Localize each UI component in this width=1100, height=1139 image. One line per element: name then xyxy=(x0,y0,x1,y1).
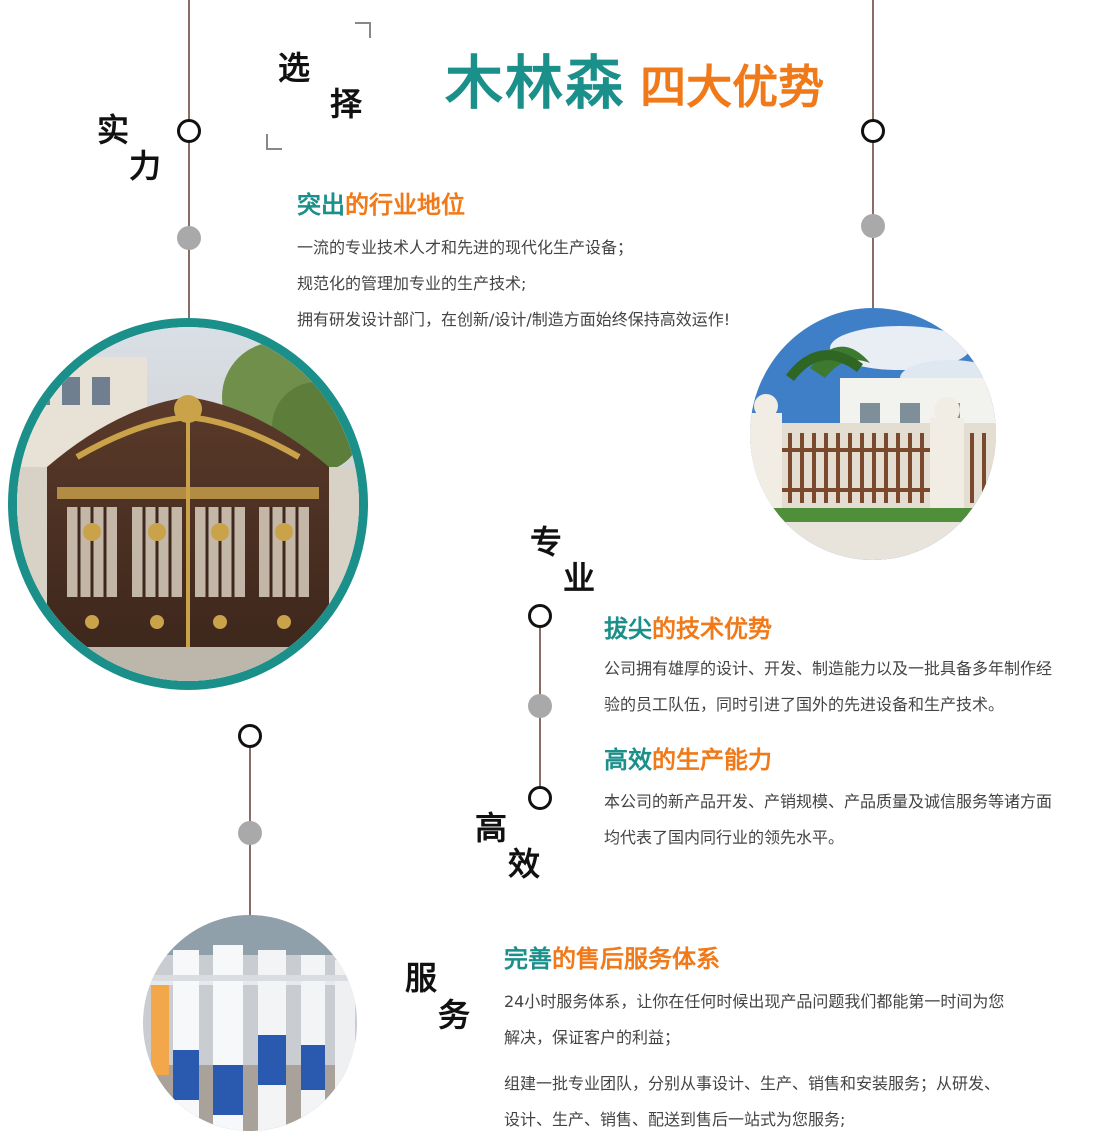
service-char-2: 务 xyxy=(438,996,471,1034)
dot-marker-right xyxy=(861,214,885,238)
tech-heading-accent: 拔尖 xyxy=(604,615,652,643)
aftersales-heading-rest: 的售后服务体系 xyxy=(552,945,720,973)
gate-photo xyxy=(8,318,368,690)
dot-marker-service xyxy=(238,821,262,845)
production-heading-accent: 高效 xyxy=(604,746,652,774)
production-line-2: 均代表了国内同行业的领先水平。 xyxy=(604,828,845,847)
efficient-char-1: 高 xyxy=(475,809,508,847)
industry-line-2: 规范化的管理加专业的生产技术; xyxy=(297,274,527,293)
production-line-1: 本公司的新产品开发、产销规模、产品质量及诚信服务等诸方面 xyxy=(604,792,1053,811)
service-char-1: 服 xyxy=(405,959,438,997)
industry-heading-accent: 突出 xyxy=(297,191,345,219)
ring-marker-service xyxy=(238,724,262,748)
select-char-2: 择 xyxy=(330,85,363,123)
page-title: 木林森 四大优势 xyxy=(445,36,824,120)
aftersales-paragraph: 24小时服务体系，让你在任何时候出现产品问题我们都能第一时间为您 解决，保证客户… xyxy=(504,984,1094,1138)
tech-paragraph: 公司拥有雄厚的设计、开发、制造能力以及一批具备多年制作经 验的员工队伍，同时引进… xyxy=(604,651,1094,723)
villa-fence-photo xyxy=(750,308,996,560)
professional-char-2: 业 xyxy=(563,559,596,597)
aftersales-line-1: 24小时服务体系，让你在任何时候出现产品问题我们都能第一时间为您 xyxy=(504,992,1005,1011)
industry-heading-rest: 的行业地位 xyxy=(345,191,465,219)
production-heading-rest: 的生产能力 xyxy=(652,746,772,774)
ring-marker-strength xyxy=(177,119,201,143)
aftersales-line-3: 组建一批专业团队，分别从事设计、生产、销售和安装服务；从研发、 xyxy=(504,1074,1001,1093)
aftersales-line-2: 解决，保证客户的利益； xyxy=(504,1028,681,1047)
industry-line-3: 拥有研发设计部门，在创新/设计/制造方面始终保持高效运作! xyxy=(297,310,731,329)
dot-marker-strength xyxy=(177,226,201,250)
corner-bracket-bottom-left xyxy=(266,134,282,150)
efficient-char-2: 效 xyxy=(508,845,541,883)
strength-char-1: 实 xyxy=(97,111,130,149)
professional-char-1: 专 xyxy=(530,523,563,561)
title-brand: 木林森 xyxy=(445,49,626,117)
industry-heading: 突出的行业地位 xyxy=(297,185,465,220)
ring-marker-professional xyxy=(528,604,552,628)
ring-marker-right xyxy=(861,119,885,143)
tech-line-1: 公司拥有雄厚的设计、开发、制造能力以及一批具备多年制作经 xyxy=(604,659,1053,678)
production-heading: 高效的生产能力 xyxy=(604,740,772,775)
connector-line-right-top xyxy=(872,0,874,310)
aftersales-heading: 完善的售后服务体系 xyxy=(504,939,720,974)
tech-line-2: 验的员工队伍，同时引进了国外的先进设备和生产技术。 xyxy=(604,695,1005,714)
aftersales-line-4: 设计、生产、销售、配送到售后一站式为您服务; xyxy=(504,1110,846,1129)
strength-char-2: 力 xyxy=(129,147,162,185)
tech-heading-rest: 的技术优势 xyxy=(652,615,772,643)
industry-paragraph: 一流的专业技术人才和先进的现代化生产设备； 规范化的管理加专业的生产技术; 拥有… xyxy=(297,230,797,338)
connector-line-left-top xyxy=(188,0,190,325)
dot-marker-professional xyxy=(528,694,552,718)
tech-heading: 拔尖的技术优势 xyxy=(604,609,772,644)
railing-photo xyxy=(143,915,357,1131)
select-char-1: 选 xyxy=(278,49,311,87)
ring-marker-efficient xyxy=(528,786,552,810)
industry-line-1: 一流的专业技术人才和先进的现代化生产设备； xyxy=(297,238,634,257)
title-suffix: 四大优势 xyxy=(640,60,825,114)
aftersales-heading-accent: 完善 xyxy=(504,945,552,973)
production-paragraph: 本公司的新产品开发、产销规模、产品质量及诚信服务等诸方面 均代表了国内同行业的领… xyxy=(604,784,1094,856)
corner-bracket-top-right xyxy=(355,22,371,38)
